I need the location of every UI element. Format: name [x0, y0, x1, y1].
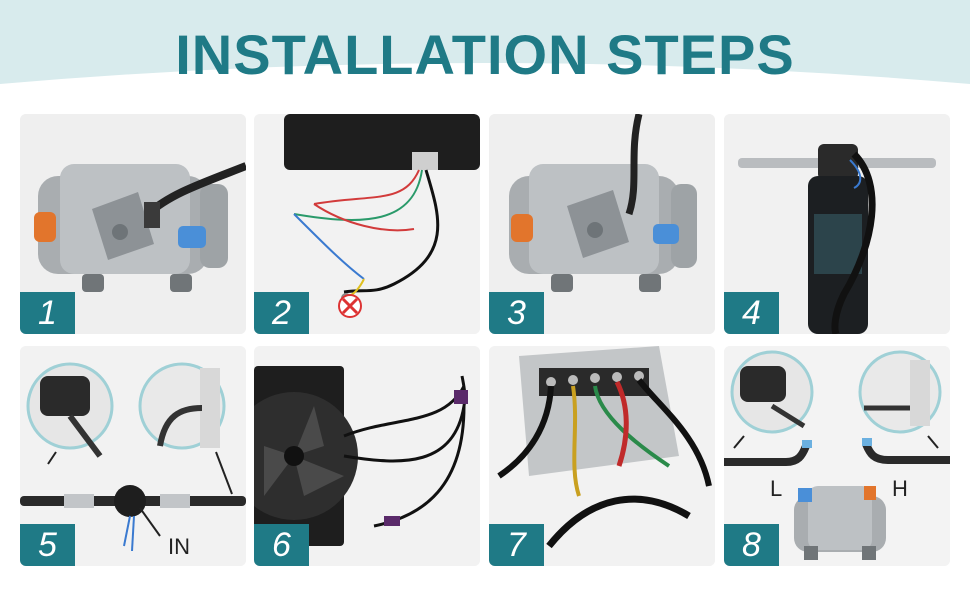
low-side-label: L	[770, 476, 783, 501]
step-8-panel: L H 8	[724, 346, 950, 566]
high-side-label: H	[892, 476, 908, 501]
step-4-panel: 4	[724, 114, 950, 334]
step-number-badge: 1	[20, 292, 75, 334]
step-number-badge: 8	[724, 524, 779, 566]
step-number-badge: 6	[254, 524, 309, 566]
step-number-badge: 7	[489, 524, 544, 566]
step-2-panel: 2	[254, 114, 480, 334]
step-6-panel: 6	[254, 346, 480, 566]
step-number-badge: 3	[489, 292, 544, 334]
step-3-panel: 3	[489, 114, 715, 334]
hose-connection-photo	[724, 346, 950, 566]
step-number-badge: 5	[20, 524, 75, 566]
step-1-panel: 1	[20, 114, 246, 334]
compressor-photo	[489, 114, 715, 334]
step-number-badge: 2	[254, 292, 309, 334]
in-label: IN	[168, 534, 190, 559]
page-title: INSTALLATION STEPS	[175, 23, 795, 86]
condenser-fan-photo	[254, 346, 480, 566]
step-5-panel: IN 5	[20, 346, 246, 566]
step-number-badge: 4	[724, 292, 779, 334]
header-banner	[0, 0, 970, 84]
step-7-panel: 7	[489, 346, 715, 566]
